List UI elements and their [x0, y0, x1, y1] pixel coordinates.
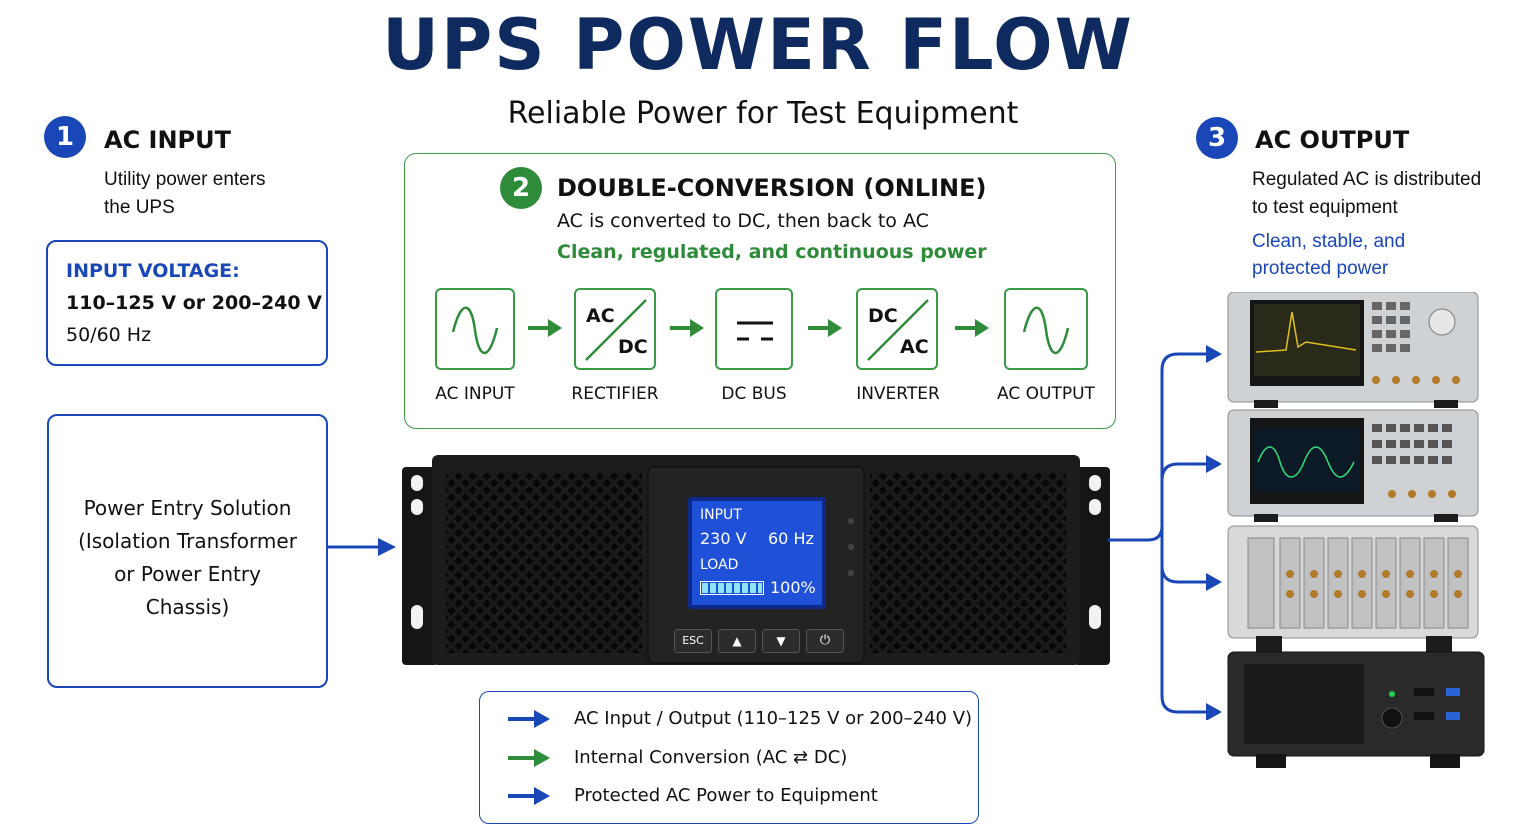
power-entry-to-ups-arrow — [326, 538, 396, 556]
step-2-highlight: Clean, regulated, and continuous power — [557, 241, 987, 263]
lcd-input-label: INPUT — [700, 507, 742, 523]
ups-esc-button[interactable]: ESC — [674, 629, 712, 653]
legend-text-protected: Protected AC Power to Equipment — [574, 785, 878, 806]
step-2-badge: 2 — [500, 167, 542, 209]
spectrum-analyzer-icon — [1227, 292, 1479, 408]
step-1-desc-line1: Utility power enters — [104, 169, 266, 190]
inverter-top-label: DC — [868, 305, 898, 327]
step-1-badge: 1 — [44, 116, 86, 158]
legend-arrow-ac-io — [508, 710, 550, 728]
stage-label-rectifier: RECTIFIER — [571, 384, 659, 404]
power-entry-line2: (Isolation Transformer — [78, 529, 297, 553]
legend-arrow-protected — [508, 787, 550, 805]
step-1-description: Utility power enters the UPS — [104, 166, 266, 222]
ups-unit: INPUT 230 V 60 Hz LOAD 100% ESC ▲ ▼ ⏻ — [402, 455, 1110, 665]
lcd-load-bar — [700, 581, 764, 595]
power-entry-box: Power Entry Solution (Isolation Transfor… — [47, 414, 328, 688]
step-3-desc-line1: Regulated AC is distributed — [1252, 169, 1482, 190]
lcd-load-label: LOAD — [700, 557, 739, 573]
stage-label-dc-bus: DC BUS — [721, 384, 787, 404]
dc-symbol-icon — [737, 321, 773, 341]
step-2-description: AC is converted to DC, then back to AC — [557, 210, 929, 232]
power-entry-line4: Chassis) — [145, 595, 230, 619]
inverter-bottom-label: AC — [900, 336, 929, 358]
rectifier-bottom-label: DC — [618, 336, 648, 358]
stage-dc-bus-box — [715, 288, 793, 370]
ups-down-button[interactable]: ▼ — [762, 629, 800, 653]
oscilloscope-icon — [1227, 409, 1479, 522]
legend-box: AC Input / Output (110–125 V or 200–240 … — [479, 691, 979, 824]
test-equipment-stack — [1227, 292, 1485, 768]
input-voltage-label: INPUT VOLTAGE: — [66, 260, 240, 282]
step-3-highlight-line2: protected power — [1252, 258, 1389, 279]
legend-text-ac-io: AC Input / Output (110–125 V or 200–240 … — [574, 708, 973, 729]
ups-power-button[interactable]: ⏻ — [806, 629, 844, 653]
stage-arrow-1 — [528, 319, 562, 337]
lcd-frequency: 60 Hz — [768, 529, 814, 548]
step-3-highlight: Clean, stable, and protected power — [1252, 228, 1405, 282]
step-2-heading: DOUBLE-CONVERSION (ONLINE) — [557, 174, 987, 202]
stage-ac-output-box — [1004, 288, 1088, 370]
input-voltage-range: 110–125 V or 200–240 V — [66, 292, 322, 314]
stage-arrow-4 — [955, 319, 989, 337]
page-title: UPS POWER FLOW — [382, 4, 1134, 86]
rectifier-top-label: AC — [586, 305, 615, 327]
pxi-chassis-icon — [1227, 525, 1479, 654]
lcd-load-bar-fill — [702, 583, 762, 593]
power-entry-line1: Power Entry Solution — [83, 496, 292, 520]
controller-pc-icon — [1227, 651, 1485, 768]
legend-text-internal: Internal Conversion (AC ⇄ DC) — [574, 747, 848, 768]
dc-ac-icon — [867, 299, 929, 361]
output-distribution-arrows — [1108, 345, 1222, 720]
stage-arrow-2 — [670, 319, 704, 337]
stage-label-ac-output: AC OUTPUT — [997, 384, 1095, 404]
legend-arrow-internal — [508, 749, 550, 767]
lcd-load-value: 100% — [770, 578, 816, 597]
step-1-heading: AC INPUT — [104, 126, 232, 154]
stage-rectifier-box: AC DC — [574, 288, 656, 370]
stage-inverter-box: DC AC — [856, 288, 938, 370]
step-3-desc-line2: to test equipment — [1252, 197, 1398, 218]
lcd-voltage: 230 V — [700, 529, 747, 548]
stage-label-inverter: INVERTER — [856, 384, 940, 404]
input-voltage-frequency: 50/60 Hz — [66, 324, 152, 346]
input-voltage-box: INPUT VOLTAGE: 110–125 V or 200–240 V 50… — [46, 240, 328, 366]
ups-up-button[interactable]: ▲ — [718, 629, 756, 653]
step-1-desc-line2: the UPS — [104, 197, 175, 218]
sine-wave-icon — [451, 306, 499, 354]
ac-dc-icon — [585, 299, 647, 361]
stage-ac-input-box — [435, 288, 515, 370]
stage-arrow-3 — [808, 319, 842, 337]
sine-wave-icon — [1022, 306, 1070, 354]
page-subtitle: Reliable Power for Test Equipment — [507, 96, 1019, 131]
step-3-description: Regulated AC is distributed to test equi… — [1252, 166, 1481, 222]
step-3-heading: AC OUTPUT — [1255, 126, 1410, 154]
step-3-highlight-line1: Clean, stable, and — [1252, 231, 1406, 252]
stage-label-ac-input: AC INPUT — [435, 384, 515, 404]
ups-lcd-display: INPUT 230 V 60 Hz LOAD 100% — [692, 501, 822, 605]
step-3-badge: 3 — [1196, 117, 1238, 159]
power-entry-line3: or Power Entry — [114, 562, 261, 586]
